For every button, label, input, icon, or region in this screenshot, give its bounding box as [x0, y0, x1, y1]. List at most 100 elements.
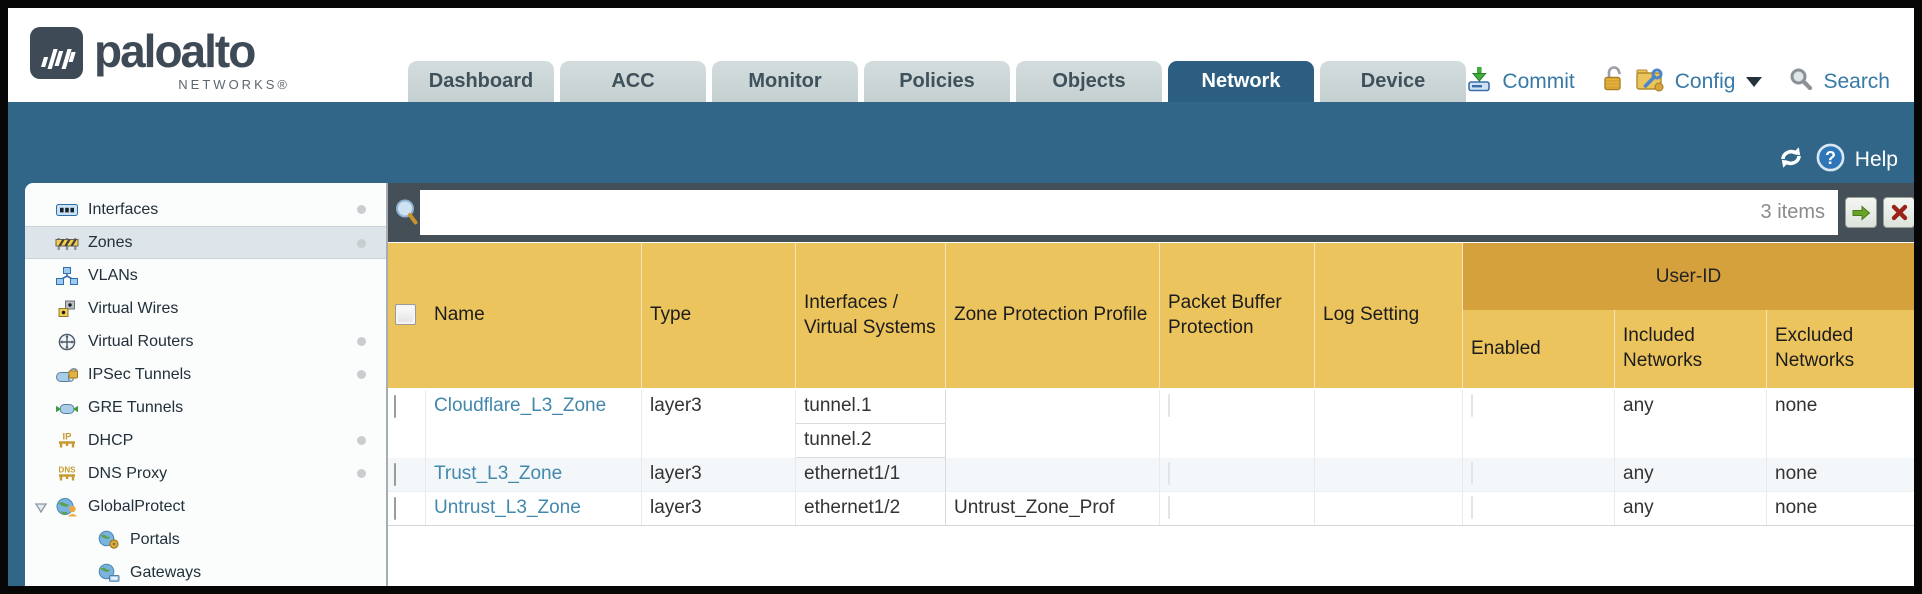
zones-content: 3 items Name Type Interfaces / Virtual S… [388, 183, 1914, 586]
chevron-down-icon[interactable] [1746, 76, 1763, 87]
select-all-checkbox[interactable] [395, 304, 416, 325]
user-id-enabled-checkbox [1471, 496, 1473, 519]
refresh-icon[interactable] [1776, 144, 1806, 176]
zone-protection-profile: Untrust_Zone_Prof [946, 492, 1160, 525]
sidebar-list: Interfaces Zones VLANs [25, 183, 386, 586]
table-row: Untrust_L3_Zone layer3 ethernet1/2 Untru… [388, 492, 1914, 526]
user-id-enabled-checkbox [1471, 394, 1473, 417]
sidebar-item-portals[interactable]: Portals [25, 523, 386, 556]
config-icon[interactable] [1635, 65, 1666, 99]
column-header-log-setting[interactable]: Log Setting [1315, 243, 1463, 388]
log-setting [1315, 492, 1463, 525]
help-label[interactable]: Help [1854, 148, 1898, 171]
clear-filter-button[interactable] [1883, 197, 1914, 228]
sidebar-item-label: Virtual Wires [88, 299, 179, 317]
zone-type: layer3 [642, 492, 796, 525]
zone-name-link[interactable]: Untrust_L3_Zone [434, 497, 581, 518]
collapse-triangle-icon[interactable] [34, 501, 48, 519]
sidebar-item-ipsec-tunnels[interactable]: IPSec Tunnels [25, 358, 386, 391]
sidebar-item-gateways[interactable]: Gateways [25, 556, 386, 586]
excluded-networks: none [1775, 463, 1818, 484]
lock-icon[interactable] [1601, 65, 1626, 99]
row-checkbox[interactable] [394, 463, 396, 486]
row-checkbox[interactable] [394, 395, 396, 418]
sidebar-item-globalprotect[interactable]: GlobalProtect [25, 490, 386, 523]
excluded-networks: none [1775, 395, 1818, 416]
column-header-zone-protection-profile[interactable]: Zone Protection Profile [946, 243, 1160, 388]
teal-banner [8, 102, 1914, 183]
sidebar-item-dns-proxy[interactable]: DNS DNS Proxy [25, 457, 386, 490]
sidebar-item-gre-tunnels[interactable]: GRE Tunnels [25, 391, 386, 424]
search-button[interactable]: Search [1823, 69, 1890, 93]
column-header-packet-buffer-protection[interactable]: Packet Buffer Protection [1160, 243, 1315, 388]
table-row: Cloudflare_L3_Zone layer3 tunnel.1 tunne… [388, 390, 1914, 458]
filter-input[interactable] [420, 190, 1838, 235]
packet-buffer-protection-checkbox [1168, 394, 1170, 417]
commit-button[interactable]: Commit [1502, 69, 1575, 93]
zones-table-body: Cloudflare_L3_Zone layer3 tunnel.1 tunne… [388, 390, 1914, 526]
apply-filter-button[interactable] [1845, 197, 1877, 228]
sidebar-item-interfaces[interactable]: Interfaces [25, 193, 386, 226]
top-header: paloalto NETWORKS® Dashboard ACC Monitor… [8, 8, 1914, 102]
sidebar-item-label: Gateways [130, 563, 202, 581]
vlans-icon [55, 266, 79, 286]
filter-toolbar: 3 items [388, 183, 1914, 242]
interface-cell: tunnel.1 [796, 390, 946, 424]
sidebar-item-virtual-wires[interactable]: Virtual Wires [25, 292, 386, 325]
dns-proxy-icon: DNS [55, 464, 79, 484]
commit-icon[interactable] [1465, 65, 1493, 99]
tab-objects[interactable]: Objects [1016, 61, 1162, 102]
status-dot [357, 239, 366, 248]
zone-name-link[interactable]: Cloudflare_L3_Zone [434, 395, 607, 416]
zone-protection-profile [946, 458, 1160, 491]
zone-type: layer3 [642, 458, 796, 491]
sidebar-item-label: DHCP [88, 431, 134, 449]
interface-cell: ethernet1/1 [796, 458, 946, 491]
sidebar-item-virtual-routers[interactable]: Virtual Routers [25, 325, 386, 358]
included-networks: any [1615, 458, 1767, 491]
column-group-user-id: User-ID [1463, 243, 1914, 310]
tab-dashboard[interactable]: Dashboard [408, 61, 554, 102]
tab-monitor[interactable]: Monitor [712, 61, 858, 102]
interface-cell: ethernet1/2 [796, 492, 946, 525]
gateways-icon [97, 563, 121, 583]
search-icon[interactable] [1788, 66, 1814, 98]
paloalto-logo: paloalto NETWORKS® [30, 26, 290, 92]
network-sidebar: Interfaces Zones VLANs [25, 183, 388, 586]
status-dot [357, 436, 366, 445]
column-header-type[interactable]: Type [642, 243, 796, 388]
column-header-interfaces[interactable]: Interfaces / Virtual Systems [796, 243, 946, 388]
packet-buffer-protection-checkbox [1168, 462, 1170, 485]
globalprotect-icon [55, 497, 79, 517]
tab-device[interactable]: Device [1320, 61, 1466, 102]
column-header-name[interactable]: Name [426, 243, 642, 388]
column-header-enabled[interactable]: Enabled [1463, 310, 1615, 388]
log-setting [1315, 458, 1463, 491]
status-dot [357, 205, 366, 214]
svg-text:IP: IP [63, 431, 73, 442]
sidebar-item-label: Portals [130, 530, 180, 548]
sidebar-item-vlans[interactable]: VLANs [25, 259, 386, 292]
virtual-wires-icon [55, 299, 79, 319]
sidebar-item-label: VLANs [88, 266, 138, 284]
config-menu[interactable]: Config [1674, 69, 1736, 93]
included-networks: any [1615, 492, 1767, 525]
tab-acc[interactable]: ACC [560, 61, 706, 102]
zone-name-link[interactable]: Trust_L3_Zone [434, 463, 563, 484]
sidebar-item-dhcp[interactable]: IP DHCP [25, 424, 386, 457]
excluded-networks: none [1775, 497, 1818, 518]
tab-policies[interactable]: Policies [864, 61, 1010, 102]
ipsec-tunnels-icon [55, 365, 79, 385]
column-header-included-networks[interactable]: Included Networks [1615, 310, 1767, 388]
row-checkbox[interactable] [394, 497, 396, 520]
sidebar-item-zones[interactable]: Zones [25, 226, 386, 259]
interfaces-icon [55, 200, 79, 220]
banner-controls: ? Help [1776, 142, 1898, 178]
tab-network[interactable]: Network [1168, 61, 1314, 102]
column-header-excluded-networks[interactable]: Excluded Networks [1775, 325, 1855, 371]
svg-text:?: ? [1825, 148, 1836, 168]
sidebar-item-label: Interfaces [88, 200, 159, 218]
status-dot [357, 370, 366, 379]
filter-magnifier-icon[interactable] [393, 198, 420, 232]
help-icon[interactable]: ? [1815, 142, 1846, 178]
